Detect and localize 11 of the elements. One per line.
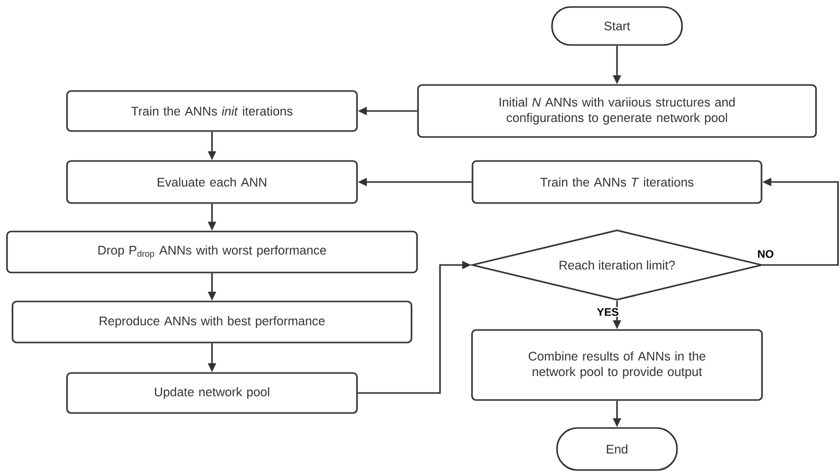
process-box: Update network pool xyxy=(66,372,358,414)
process-box: Initial N ANNs with variious structures and configurations to generate network pool xyxy=(417,84,817,138)
process-box: Reproduce ANNs with best performance xyxy=(12,300,412,344)
end-terminal: End xyxy=(556,427,678,471)
start-terminal: Start xyxy=(551,6,683,46)
process-box: Train the ANNs T iterations xyxy=(472,160,762,204)
process-box: Evaluate each ANN xyxy=(66,160,358,204)
process-box: Combine results of ANNs in the network pool to provide output xyxy=(471,329,763,401)
process-box: Train the ANNs init iterations xyxy=(66,90,358,132)
edge-label: YES xyxy=(596,307,620,317)
process-box: Drop P$_{drop}$ ANNs with worst performance xyxy=(6,230,418,274)
